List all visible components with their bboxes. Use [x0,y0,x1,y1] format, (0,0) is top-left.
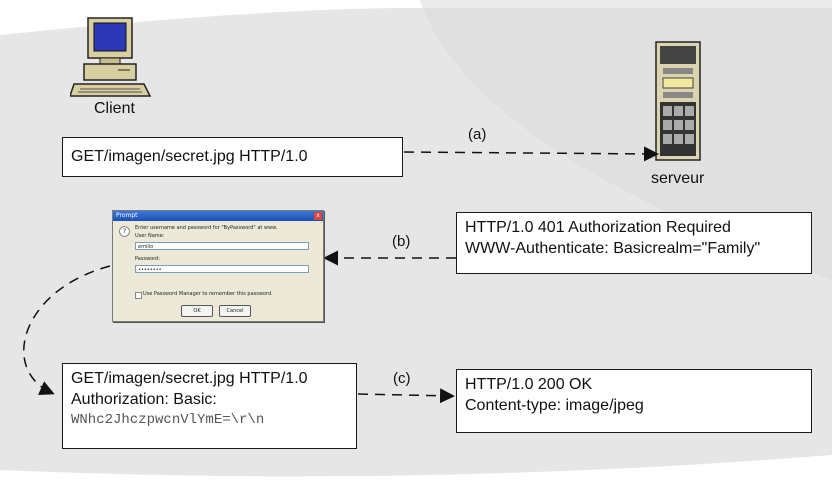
request-c-line2: Authorization: Basic: [71,391,217,408]
close-icon[interactable]: x [314,212,322,220]
cancel-button[interactable]: Cancel [219,305,251,317]
response-c-status: HTTP/1.0 200 OK [465,376,593,393]
step-c-label: (c) [393,370,411,387]
prompt-dialog: Prompt x ? Enter username and password f… [112,210,324,322]
response-b-header: WWW-Authenticate: Basicrealm="Family" [465,240,761,257]
server-tower-icon [655,41,701,161]
client-computer-icon [70,17,152,97]
response-b-status: HTTP/1.0 401 Authorization Required [465,219,731,236]
password-label: Password: [135,256,161,262]
prompt-title: Prompt [116,212,138,219]
question-icon: ? [119,226,130,237]
request-a-line: GET/imagen/secret.jpg HTTP/1.0 [71,148,308,165]
prompt-message: Enter username and password for "ByPassw… [135,225,278,231]
client-label: Client [94,100,135,117]
username-label: User Name: [135,233,165,239]
password-field[interactable]: •••••••• [135,265,309,273]
arrow-a [403,146,659,162]
response-b-box: HTTP/1.0 401 Authorization Required WWW-… [456,212,812,274]
ok-button[interactable]: OK [181,305,213,317]
response-c-header: Content-type: image/jpeg [465,397,644,414]
arrow-c [357,388,455,404]
request-a-box: GET/imagen/secret.jpg HTTP/1.0 [62,137,403,177]
arrow-curve [23,265,111,395]
server-label: serveur [651,170,705,187]
request-c-credentials: WNhc2JhczpwcnVlYmE=\r\n [71,412,265,428]
step-a-label: (a) [468,126,487,143]
prompt-titlebar: Prompt x [113,211,323,221]
remember-label: Use Password Manager to remember this pa… [143,291,273,297]
request-c-box: GET/imagen/secret.jpg HTTP/1.0 Authoriza… [62,363,357,449]
response-c-box: HTTP/1.0 200 OK Content-type: image/jpeg [456,369,812,433]
username-field[interactable]: emilio [135,242,309,250]
request-c-line1: GET/imagen/secret.jpg HTTP/1.0 [71,370,308,387]
step-b-label: (b) [392,233,411,250]
remember-checkbox[interactable] [135,292,142,299]
